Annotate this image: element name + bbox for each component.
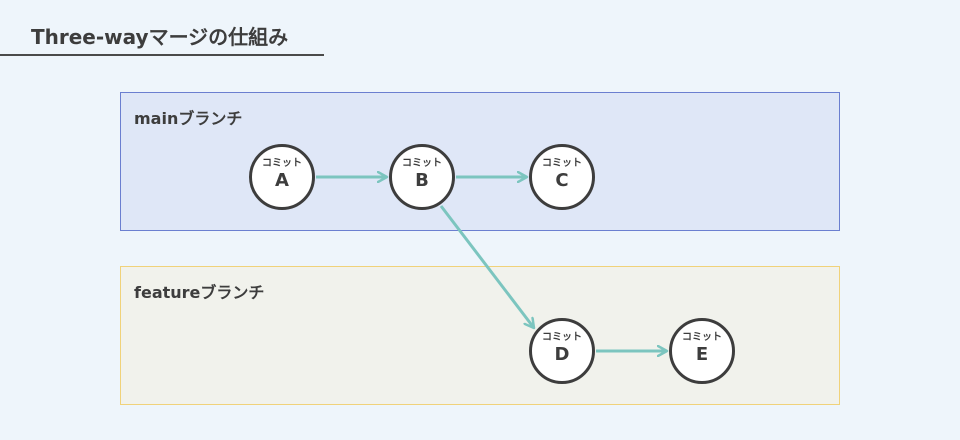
main-branch-label: mainブランチ bbox=[134, 109, 243, 128]
commit-a: コミット A bbox=[249, 144, 315, 210]
commit-c-word: コミット bbox=[542, 158, 582, 169]
commit-d-word: コミット bbox=[542, 332, 582, 343]
commit-b-letter: B bbox=[415, 170, 429, 191]
title-underline bbox=[0, 54, 324, 56]
main-branch-area: mainブランチ bbox=[120, 92, 840, 231]
commit-d-letter: D bbox=[554, 344, 570, 365]
commit-a-letter: A bbox=[275, 170, 289, 191]
commit-c-letter: C bbox=[555, 170, 569, 191]
commit-b: コミット B bbox=[389, 144, 455, 210]
commit-a-word: コミット bbox=[262, 158, 302, 169]
commit-d: コミット D bbox=[529, 318, 595, 384]
commit-e: コミット E bbox=[669, 318, 735, 384]
commit-e-letter: E bbox=[695, 344, 709, 365]
commit-b-word: コミット bbox=[402, 158, 442, 169]
page-title: Three-wayマージの仕組み bbox=[31, 25, 289, 49]
commit-e-word: コミット bbox=[682, 332, 722, 343]
arrow-b-to-d bbox=[439, 205, 534, 328]
commit-c: コミット C bbox=[529, 144, 595, 210]
feature-branch-label: featureブランチ bbox=[134, 283, 265, 302]
